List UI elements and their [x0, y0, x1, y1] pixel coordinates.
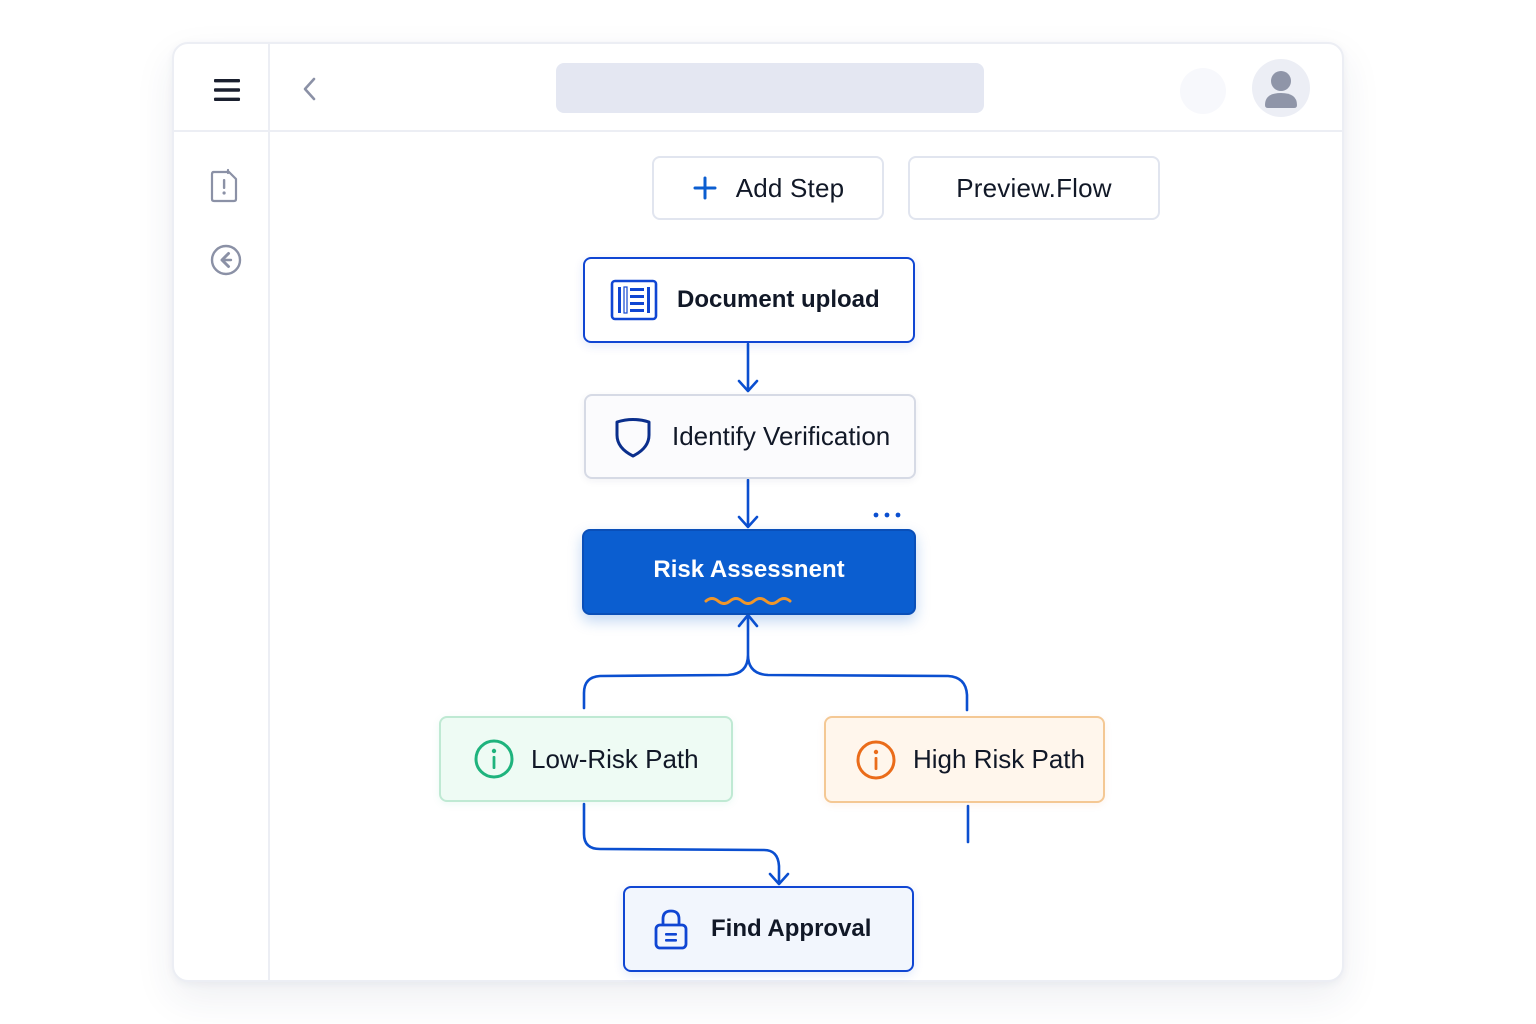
preview-flow-button[interactable]: Preview.Flow [908, 156, 1160, 220]
top-bar [270, 44, 1342, 132]
node-label: Low-Risk Path [531, 743, 699, 774]
document-icon [610, 279, 658, 321]
shield-icon [615, 417, 651, 457]
node-risk-assessment[interactable]: Risk Assessnent [582, 529, 916, 615]
app-window: Add Step Preview.Flow [172, 42, 1344, 982]
more-horizontal-icon[interactable] [870, 508, 904, 522]
alert-document-icon[interactable] [204, 166, 244, 206]
node-document-upload[interactable]: Document upload [583, 257, 915, 343]
hamburger-menu-icon[interactable] [212, 77, 242, 103]
squiggle-underline-icon [704, 597, 792, 605]
node-find-approval[interactable]: Find Approval [623, 886, 914, 972]
node-label: High Risk Path [913, 744, 1085, 774]
circle-arrow-left-icon[interactable] [208, 242, 244, 278]
info-icon [474, 739, 514, 779]
node-label: Find Approval [711, 915, 872, 942]
info-icon [856, 740, 896, 779]
node-label: Risk Assessnent [653, 556, 845, 583]
user-avatar-icon [1265, 71, 1297, 108]
menu-cell [174, 44, 270, 132]
node-identify-verification[interactable]: Identify Verification [584, 394, 916, 479]
plus-icon [693, 176, 717, 200]
add-step-label: Add Step [735, 172, 845, 203]
node-low-risk-path[interactable]: Low-Risk Path [439, 716, 733, 802]
user-avatar[interactable] [1252, 59, 1310, 117]
flow-canvas: Add Step Preview.Flow [272, 134, 1342, 980]
node-label: Document upload [677, 286, 880, 313]
lock-icon [654, 909, 688, 950]
sidebar [174, 44, 270, 980]
notification-button[interactable] [1180, 68, 1226, 114]
node-high-risk-path[interactable]: High Risk Path [824, 716, 1105, 803]
node-label: Identify Verification [672, 421, 891, 451]
preview-flow-label: Preview.Flow [956, 172, 1112, 203]
chevron-left-icon[interactable] [298, 74, 322, 104]
add-step-button[interactable]: Add Step [652, 156, 884, 220]
search-input[interactable] [556, 63, 984, 113]
